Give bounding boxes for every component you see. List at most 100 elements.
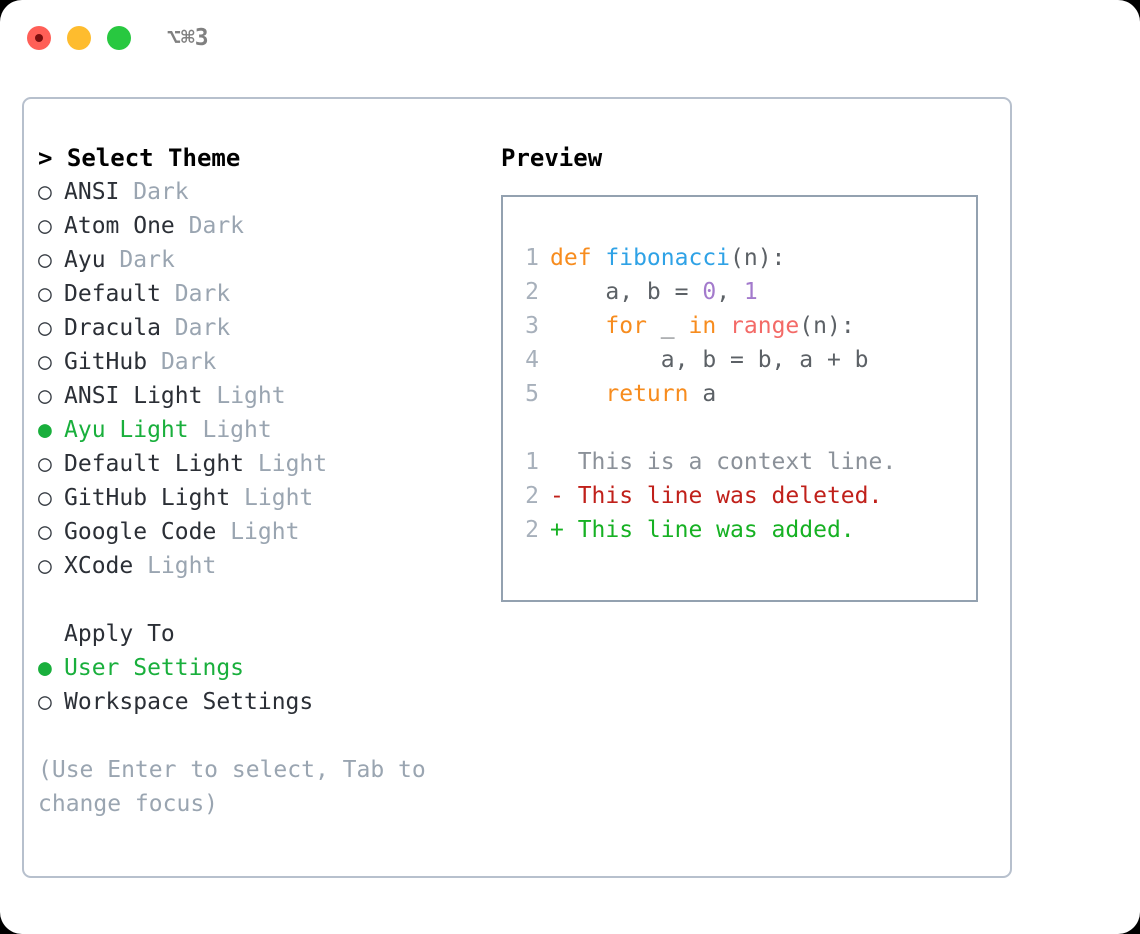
radio-unselected-icon: ○ [38, 315, 52, 341]
theme-variant-space [106, 243, 120, 277]
theme-name: Ayu [64, 247, 106, 273]
theme-variant-space [161, 277, 175, 311]
theme-selector-column: > Select Theme ○ANSI Dark○Atom One Dark○… [38, 141, 478, 821]
line-number: 1 [525, 245, 539, 271]
theme-name: Ayu Light [64, 417, 189, 443]
theme-name: GitHub [64, 349, 148, 375]
code-text: return a [550, 377, 716, 411]
code-token-fn: fibonacci [605, 245, 731, 271]
code-token-id: _ [646, 313, 689, 339]
code-token-id: a [688, 381, 717, 407]
theme-option-ansi-light[interactable]: ○ANSI Light Light [38, 379, 478, 413]
theme-variant-badge: Light [257, 451, 328, 477]
theme-name: Default [64, 281, 161, 307]
theme-variant-badge: Light [147, 553, 217, 579]
theme-variant-space [216, 515, 230, 549]
theme-name: GitHub Light [64, 485, 231, 511]
theme-variant-badge: Light [244, 485, 314, 511]
radio-unselected-icon: ○ [38, 247, 52, 273]
code-line: 3 for _ in range(n): [515, 309, 972, 343]
code-token-kw: in [688, 313, 717, 339]
theme-variant-badge: Light [216, 383, 286, 409]
theme-variant-space [230, 481, 244, 515]
radio-unselected-icon: ○ [38, 451, 52, 477]
code-line: 4 a, b = b, a + b [515, 343, 972, 377]
theme-variant-space [147, 345, 161, 379]
theme-variant-space [244, 447, 258, 481]
theme-option-dracula[interactable]: ○Dracula Dark [38, 311, 478, 345]
radio-unselected-icon: ○ [38, 485, 52, 511]
code-line: 2 a, b = 0, 1 [515, 275, 972, 309]
theme-option-atom-one[interactable]: ○Atom One Dark [38, 209, 478, 243]
theme-option-ayu[interactable]: ○Ayu Dark [38, 243, 478, 277]
diff-text-ctx: This is a context line. [550, 449, 897, 475]
apply-to-header: Apply To [64, 621, 175, 647]
code-token-bi: range [730, 313, 800, 339]
theme-variant-space [161, 311, 175, 345]
code-token-id: (n): [799, 313, 855, 339]
theme-variant-badge: Dark [174, 281, 231, 307]
radio-selected-icon: ● [38, 417, 52, 443]
apply-to-label: User Settings [64, 655, 245, 681]
theme-variant-badge: Dark [188, 213, 245, 239]
code-text: def fibonacci(n): [550, 241, 785, 275]
diff-line: 2+ This line was added. [515, 513, 972, 547]
minimize-button[interactable] [67, 26, 91, 50]
theme-name: Atom One [64, 213, 175, 239]
apply-to-option-workspace-settings[interactable]: ○Workspace Settings [38, 685, 478, 719]
theme-variant-badge: Dark [174, 315, 231, 341]
diff-lines: 1 This is a context line.2- This line wa… [515, 445, 972, 547]
close-button[interactable] [27, 26, 51, 50]
theme-list: ○ANSI Dark○Atom One Dark○Ayu Dark○Defaul… [38, 175, 478, 583]
theme-name: ANSI [64, 179, 120, 205]
preview-title: Preview [501, 144, 603, 172]
line-number: 5 [525, 381, 539, 407]
code-token-num: 1 [743, 279, 758, 305]
maximize-button[interactable] [107, 26, 131, 50]
theme-option-default[interactable]: ○ Default Dark [38, 277, 478, 311]
page-title: > Select Theme [38, 144, 241, 172]
code-token-num: 0 [702, 279, 717, 305]
theme-option-default-light[interactable]: ○ Default Light Light [38, 447, 478, 481]
theme-option-google-code[interactable]: ○Google Code Light [38, 515, 478, 549]
code-token-id [550, 381, 605, 407]
code-text: for _ in range(n): [550, 309, 855, 343]
line-number: 2 [525, 279, 539, 305]
line-number: 1 [525, 449, 539, 475]
theme-option-ansi[interactable]: ○ANSI Dark [38, 175, 478, 209]
theme-variant-space [119, 175, 133, 209]
code-token-id: a, b = b, a + b [550, 347, 869, 373]
radio-unselected-icon: ○ [38, 553, 52, 579]
diff-text-del: - This line was deleted. [550, 483, 883, 509]
line-number: 4 [525, 347, 539, 373]
code-token-id: (n): [730, 245, 786, 271]
theme-name: ANSI Light [64, 383, 203, 409]
theme-variant-badge: Light [202, 417, 272, 443]
theme-name: Default Light [64, 451, 245, 477]
theme-variant-space [175, 209, 189, 243]
theme-option-xcode[interactable]: ○XCode Light [38, 549, 478, 583]
code-token-kw: for [605, 313, 647, 339]
radio-unselected-icon: ○ [38, 179, 52, 205]
code-text: a, b = b, a + b [550, 343, 869, 377]
theme-variant-space [202, 379, 216, 413]
code-token-id [716, 313, 730, 339]
line-number: 3 [525, 313, 539, 339]
theme-option-github[interactable]: ○GitHub Dark [38, 345, 478, 379]
code-token-id: a, b = [550, 279, 703, 305]
theme-option-github-light[interactable]: ○ GitHub Light Light [38, 481, 478, 515]
diff-line: 1 This is a context line. [515, 445, 972, 479]
hint-spacer [38, 719, 478, 753]
code-token-id [550, 313, 605, 339]
diff-line: 2- This line was deleted. [515, 479, 972, 513]
theme-variant-space [189, 413, 203, 447]
theme-option-ayu-light[interactable]: ● Ayu Light Light [38, 413, 478, 447]
radio-unselected-icon: ○ [38, 281, 52, 307]
theme-variant-badge: Dark [160, 349, 217, 375]
main-panel: > Select Theme ○ANSI Dark○Atom One Dark○… [22, 97, 1012, 878]
apply-to-option-user-settings[interactable]: ●User Settings [38, 651, 478, 685]
